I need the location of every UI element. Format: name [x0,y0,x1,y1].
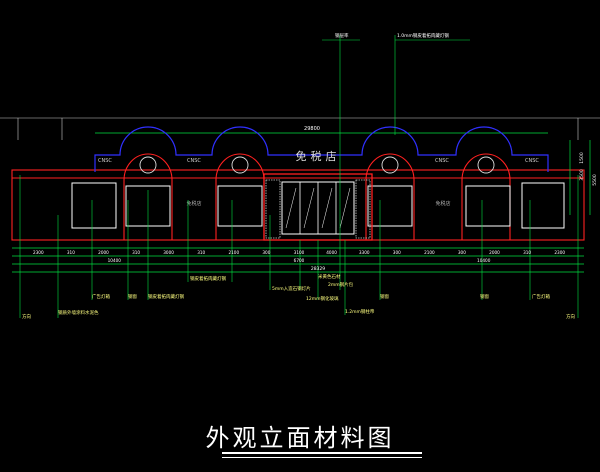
dimension-label: 310 [523,250,531,255]
dimension-label: 310 [197,250,205,255]
callout-cladding: 2mm钢片包 [328,281,354,288]
arch-4 [461,153,511,240]
top-callout-left: 钢层率 [335,32,349,39]
arch-1 [123,153,173,240]
callout-paint: 钢质外墙涂料水泥色 [58,309,99,316]
plaques: CNSC CNSC CNSC CNSC [98,158,539,164]
callout-steel-center: 钢皮着拓肉藏灯钢 [190,275,226,282]
arch-2 [215,153,265,240]
callout-direction-left: 方向 [22,313,31,320]
plaque-2: CNSC [187,158,201,164]
callout-direction-right: 方向 [566,313,575,320]
callout-pillar: 1.2mm钢柱帝 [345,308,375,315]
emblems [139,156,495,174]
dimension-label: 310 [132,250,140,255]
arches [123,153,511,240]
dimension-label: 2100 [424,250,435,255]
dimension-row-2-labels: 10400 6700 10400 [108,258,491,263]
emblem-2 [231,156,249,174]
dimension-label: 2100 [228,250,239,255]
callout-door-note2: 12mm钢化玻璃 [306,295,339,302]
window-6 [521,182,565,229]
right-height-1: 1500 [579,152,585,164]
emblem-1 [139,156,157,174]
emblem-4 [477,156,495,174]
entrance [263,173,373,241]
dimension-label: 4000 [326,250,337,255]
right-height-dims [569,140,591,215]
callout-door-note: 5mm入造石钢灯片 [272,285,311,292]
dimension-rows [12,247,584,273]
dimension-label: 2000 [489,250,500,255]
dimension-label: 6700 [294,258,305,263]
dimension-label: 300 [393,250,401,255]
window-1 [71,182,117,229]
entrance-stone-left [265,179,281,239]
dimension-label: 3300 [359,250,370,255]
dimension-label: 2300 [554,250,565,255]
window-3 [217,185,263,227]
window-5 [465,185,511,227]
leaders [19,35,579,318]
drawing-title: 外观立面材料图 [205,424,395,452]
window-text-right: 免税店 [435,200,450,207]
window-4 [367,185,413,227]
top-callout-right: 1.0mm钢皮着拓肉藏灯钢 [397,32,449,39]
dimension-label: 3100 [294,250,305,255]
callout-ad-light-right: 广告灯箱 [532,293,550,300]
windows [71,182,565,229]
dimension-label: 2000 [98,250,109,255]
dimension-label: 10400 [477,258,491,263]
callout-labels: 方向 钢质外墙涂料水泥色 广告灯箱 钢窗 钢皮着拓肉藏灯钢 钢皮着拓肉藏灯钢 5… [22,273,575,320]
arch-3 [365,153,415,240]
emblem-3 [381,156,399,174]
arch-band [94,126,549,172]
dimension-label: 300 [458,250,466,255]
title-block: 外观立面材料图 [0,418,600,453]
top-ticks [17,118,579,140]
dimension-label: 310 [67,250,75,255]
window-text-left: 免税店 [186,200,201,207]
right-height-3: 5500 [592,174,598,186]
callout-stone: 米黄色石材 [318,273,341,280]
center-dimension-text: 28329 [311,266,325,272]
callout-glass-right: 钢窗 [480,293,489,300]
plaque-4: CNSC [525,158,539,164]
plaque-3: CNSC [435,158,449,164]
dimension-label: 3000 [163,250,174,255]
callout-glass-left: 钢窗 [128,293,137,300]
title-underline-2 [222,457,422,458]
shop-sign: 免税店 [296,149,341,163]
title-underline-1 [222,452,422,454]
overall-dimension-text: 29800 [304,126,320,132]
plaque-1: CNSC [98,158,112,164]
dimension-label: 10400 [108,258,122,263]
callout-ad-light-left: 广告灯箱 [92,293,110,300]
facade-wall [11,169,585,241]
dimension-row-1-labels: 2300 310 2000 310 3000 310 2100 300 3100 4000 3300… [33,250,565,255]
dimension-label: 300 [262,250,270,255]
entrance-stone-right [355,179,371,239]
callout-glass-mid: 钢窗 [380,293,389,300]
callout-steel-left: 钢皮着拓肉藏灯钢 [148,293,184,300]
right-height-2: 3500 [579,169,585,181]
dimension-label: 2300 [33,250,44,255]
